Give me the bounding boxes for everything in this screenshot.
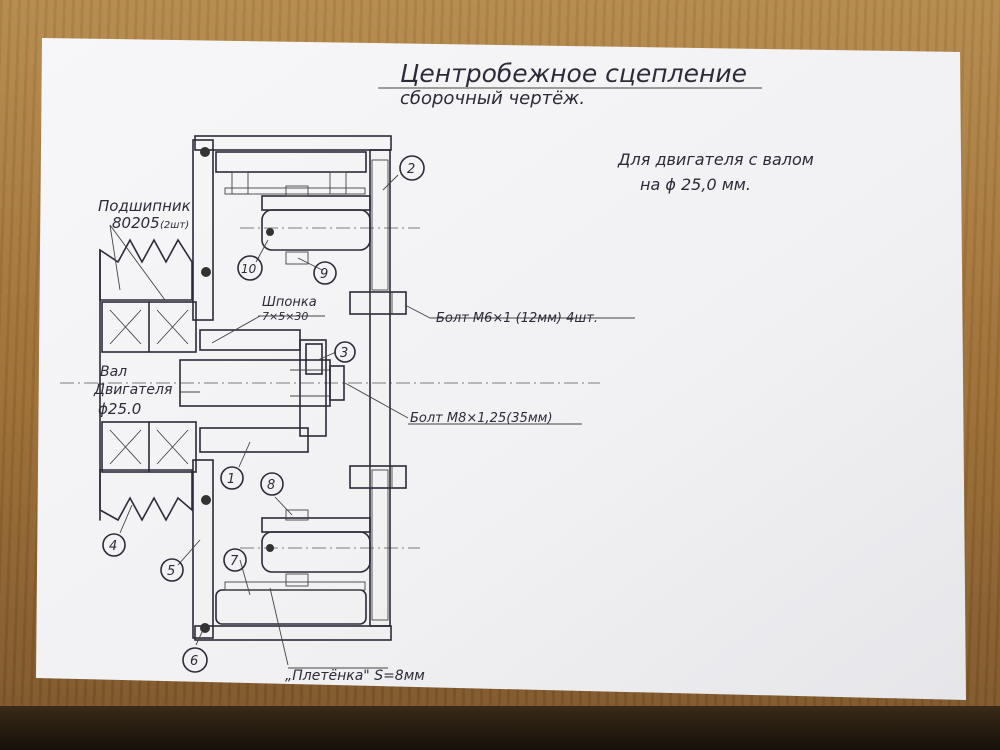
washer <box>305 343 323 375</box>
svg-text:8: 8 <box>267 478 275 493</box>
driving-disc <box>369 149 391 627</box>
svg-text:10: 10 <box>241 262 257 276</box>
drawing-subtitle: сборочный чертёж. <box>400 88 585 109</box>
m6-bolt-lower <box>349 465 407 489</box>
callout-6: 6 <box>182 647 208 673</box>
leader-lines <box>109 174 635 669</box>
callout-5: 5 <box>160 558 184 582</box>
braid-label: „Плетёнка" S=8мм <box>285 668 425 684</box>
svg-text:6: 6 <box>190 654 198 669</box>
note-line-2: на ϕ 25,0 мм. <box>640 175 751 194</box>
callout-10: 10 <box>237 255 263 281</box>
hub <box>199 329 327 453</box>
lower-shoe <box>215 581 367 625</box>
shaft-label-2: Двигателя <box>93 382 172 398</box>
drawing-title: Центробежное сцепление <box>400 59 747 88</box>
shaft-label-1: Вал <box>100 364 127 380</box>
svg-text:3: 3 <box>340 346 348 361</box>
lower-pivot-pin <box>261 509 371 587</box>
engine-shaft <box>179 359 345 407</box>
bearing-qty-label: (2шт) <box>160 220 189 231</box>
svg-text:4: 4 <box>109 539 117 554</box>
callout-7: 7 <box>223 548 247 572</box>
desk-edge-shadow <box>0 706 1000 750</box>
paper-sheet <box>36 38 966 700</box>
callout-4: 4 <box>102 533 126 557</box>
key-size-label: 7×5×30 <box>262 310 308 323</box>
svg-text:9: 9 <box>320 267 328 282</box>
upper-pivot-pin <box>261 185 371 265</box>
callout-8: 8 <box>260 472 284 496</box>
bearings <box>101 301 197 473</box>
m6-bolt-upper <box>349 291 407 315</box>
bolt-m8-label: Болт М8×1,25(35мм) <box>410 411 553 426</box>
shaft-label-3: ϕ25.0 <box>98 400 141 418</box>
bearing-spec-label: 80205 <box>112 214 160 232</box>
callout-9: 9 <box>313 261 337 285</box>
upper-shoe <box>215 151 367 195</box>
callout-3: 3 <box>334 341 356 363</box>
callout-1: 1 <box>220 466 244 490</box>
bearing-label: Подшипник <box>98 197 191 215</box>
svg-text:1: 1 <box>227 472 235 487</box>
callout-2: 2 <box>399 155 425 181</box>
svg-text:5: 5 <box>167 564 175 579</box>
key-label: Шпонка <box>262 295 317 310</box>
note-line-1: Для двигателя с валом <box>617 150 814 169</box>
svg-text:2: 2 <box>407 162 415 177</box>
bolt-m6-label: Болт М6×1 (12мм) 4шт. <box>436 311 598 326</box>
clutch-drum <box>192 135 392 641</box>
svg-text:7: 7 <box>230 554 239 569</box>
